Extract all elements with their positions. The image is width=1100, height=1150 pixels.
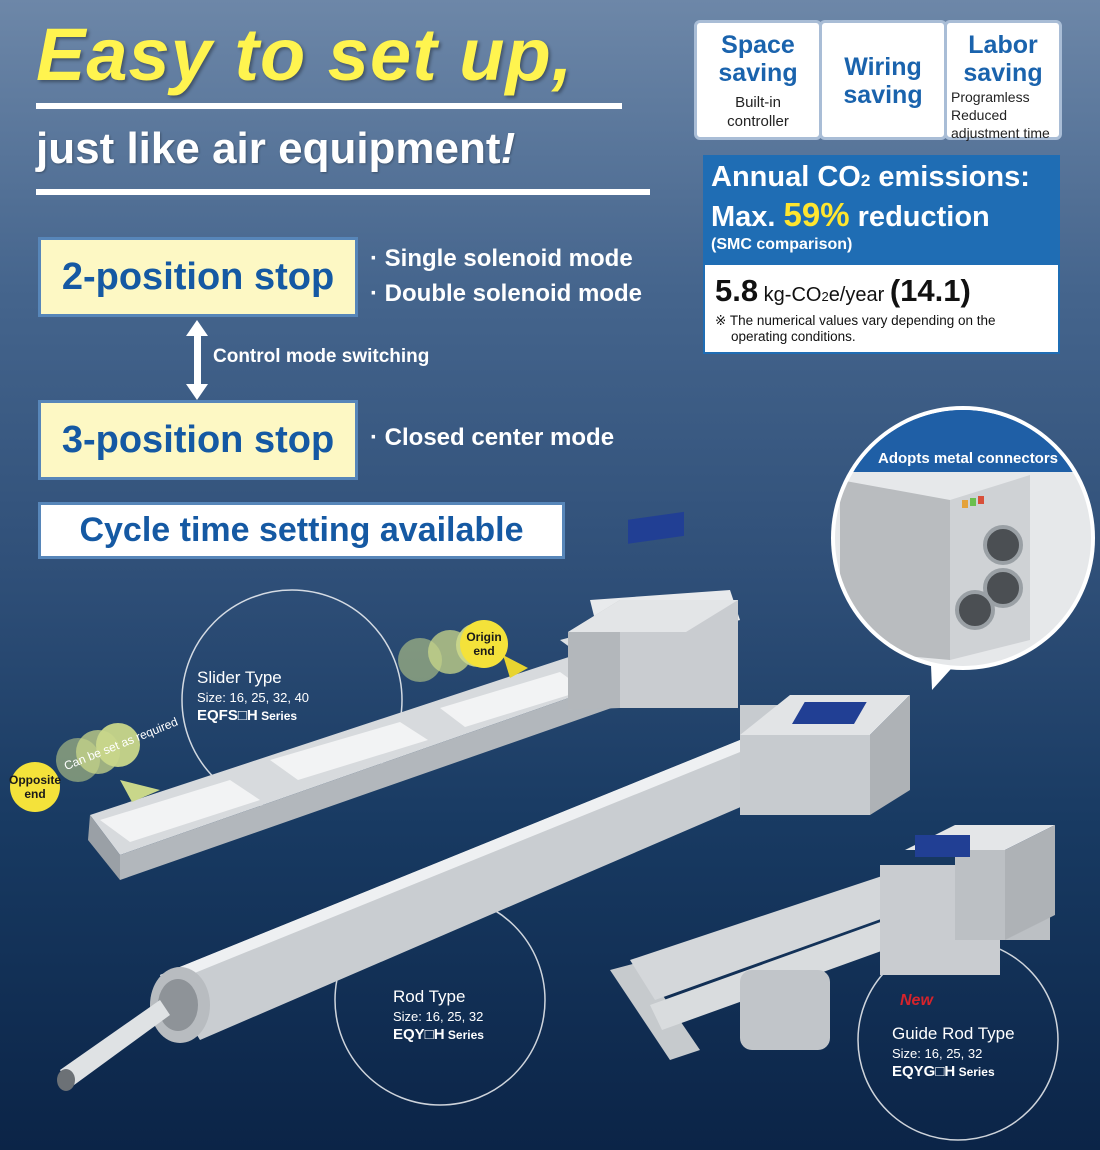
- feature-wiring-saving: Wiring saving: [819, 20, 947, 140]
- co2-value: 5.8 kg-CO2e/year (14.1): [715, 273, 971, 308]
- co2-note: ※ The numerical values vary depending on…: [715, 313, 996, 344]
- headline-sub: just like air equipment!: [36, 124, 515, 174]
- feature-space-saving: Space saving Built-in controller: [694, 20, 822, 140]
- co2-reduction: Max. 59% reduction: [711, 196, 990, 233]
- slider-actuator-image: [88, 511, 740, 880]
- product-type: Guide Rod Type: [892, 1024, 1015, 1043]
- product-type: Rod Type: [393, 987, 466, 1006]
- two-position-stop: 2-position stop: [38, 237, 358, 317]
- mode-single-solenoid: · Single solenoid mode: [370, 245, 633, 272]
- can-be-set-label: Can be set as required: [62, 714, 180, 773]
- product-series: EQYG□H Series: [892, 1063, 995, 1080]
- product-size: Size: 16, 25, 32: [393, 1009, 484, 1024]
- mode-closed-center: · Closed center mode: [370, 424, 615, 451]
- feature-sub-line: adjustment time: [951, 125, 1050, 141]
- co2-panel: Annual CO2 emissions: Max. 59% reduction…: [703, 155, 1060, 354]
- divider: [36, 189, 650, 195]
- product-rod-label: Rod Type Size: 16, 25, 32 EQY□H Series: [393, 987, 484, 1043]
- magnifier-title: Adopts metal connectors: [878, 450, 1059, 467]
- origin-end-bubble: Origin end: [460, 620, 508, 668]
- product-series: EQY□H Series: [393, 1026, 484, 1043]
- double-arrow-icon: [186, 320, 208, 400]
- product-series: EQFS□H Series: [197, 707, 298, 724]
- product-slider-label: Slider Type Size: 16, 25, 32, 40 EQFS□H …: [197, 668, 309, 724]
- mode-double-solenoid: · Double solenoid mode: [370, 280, 643, 307]
- cycle-time-setting: Cycle time setting available: [38, 502, 565, 559]
- magnifier-circle: [831, 406, 1095, 670]
- feature-title: Labor saving: [963, 31, 1043, 87]
- product-size: Size: 16, 25, 32: [892, 1046, 983, 1061]
- product-type: Slider Type: [197, 668, 282, 687]
- co2-heading: Annual CO2 emissions:: [711, 161, 1030, 193]
- divider: [36, 103, 622, 109]
- three-position-stop: 3-position stop: [38, 400, 358, 480]
- feature-title: Space saving: [718, 31, 798, 87]
- opposite-end-bubble: Opposite end: [9, 762, 61, 812]
- magnifier-tail: [930, 640, 968, 690]
- headline-exclamation: !: [500, 124, 516, 173]
- feature-sub-line: Programless: [951, 89, 1030, 105]
- co2-comparison: (SMC comparison): [711, 236, 853, 253]
- headline-main: Easy to set up,: [36, 13, 574, 96]
- feature-sub-line: Reduced: [951, 107, 1008, 123]
- feature-title: Wiring saving: [843, 53, 923, 109]
- headline-sub-text: just like air equipment: [36, 124, 501, 173]
- new-badge: New: [900, 992, 933, 1009]
- control-mode-switching-label: Control mode switching: [213, 346, 430, 367]
- product-size: Size: 16, 25, 32, 40: [197, 690, 310, 705]
- feature-sub: Built-in controller: [727, 94, 789, 130]
- product-guide-rod-label: Guide Rod Type Size: 16, 25, 32 EQYG□H S…: [892, 1024, 1015, 1080]
- feature-labor-saving: Labor saving Programless Reduced adjustm…: [944, 20, 1062, 141]
